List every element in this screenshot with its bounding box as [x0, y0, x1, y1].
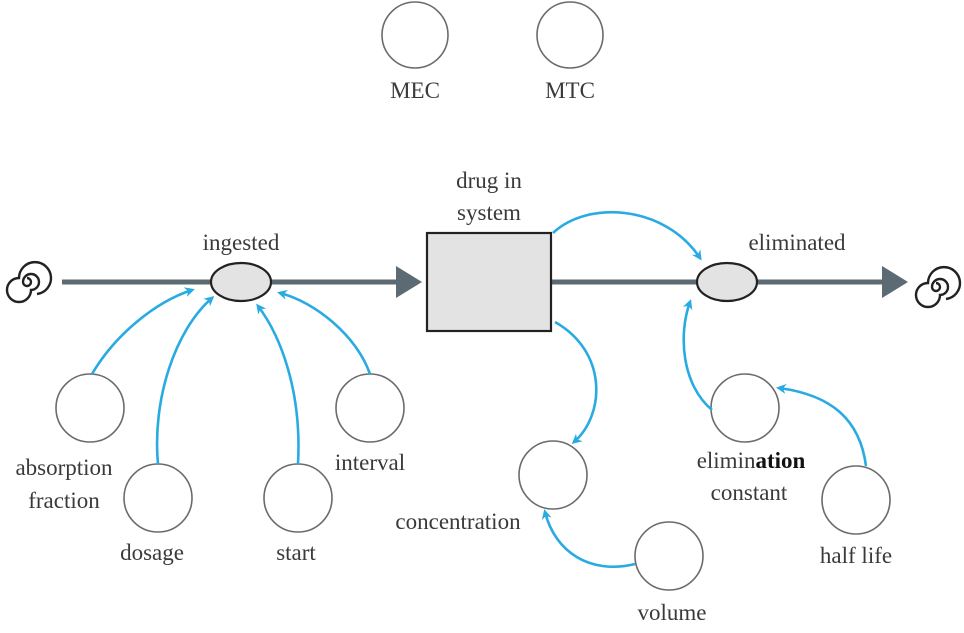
interval-label: interval [335, 450, 405, 475]
eliminated-label: eliminated [748, 230, 846, 255]
drug-in-system-label-line1: drug in [456, 168, 522, 193]
start-label: start [276, 540, 316, 565]
elimination-constant-node [710, 373, 780, 443]
concentration-node [518, 440, 588, 510]
drug-in-system-label-line2: system [457, 200, 521, 225]
dosage-node [123, 463, 193, 533]
volume-node [634, 521, 704, 591]
absorption-label-line1: absorption [15, 455, 113, 480]
link-interval-to-ingested [277, 289, 372, 375]
link-dosage-to-ingested [155, 296, 215, 465]
elimination-bold-part: ation [755, 448, 805, 473]
half-life-node [821, 465, 891, 535]
link-stock-to-concentration [554, 320, 598, 444]
elimination-constant-label-line1: elimination [697, 448, 806, 473]
interval-node [335, 373, 405, 443]
eliminated-valve [695, 261, 759, 303]
link-halflife-to-elimconst [776, 383, 868, 467]
mtc-label: MTC [545, 78, 595, 103]
dosage-label: dosage [120, 540, 184, 565]
source-cloud-icon [5, 261, 53, 304]
link-elimconst-to-eliminated [682, 299, 713, 411]
drug-in-system-stock [425, 231, 553, 333]
ingested-valve [209, 261, 273, 303]
inflow-arrowhead [396, 266, 422, 298]
volume-label: volume [638, 600, 707, 625]
concentration-label: concentration [395, 509, 521, 534]
link-start-to-ingested [256, 303, 300, 465]
mec-label: MEC [390, 78, 440, 103]
elimination-constant-label-line2: constant [711, 480, 788, 505]
outflow-arrowhead [882, 266, 908, 298]
absorption-label-line2: fraction [28, 488, 100, 513]
elimination-prefix: elimin [697, 448, 756, 473]
mtc-node [536, 1, 604, 69]
mec-node [381, 1, 449, 69]
link-stock-to-eliminated [552, 210, 702, 261]
absorption-fraction-node [55, 373, 125, 443]
sink-cloud-icon [914, 266, 962, 309]
link-volume-to-concentration [541, 509, 636, 569]
start-node [263, 463, 333, 533]
ingested-label: ingested [203, 230, 280, 255]
half-life-label: half life [820, 543, 892, 568]
link-absorption-to-ingested [90, 287, 195, 375]
